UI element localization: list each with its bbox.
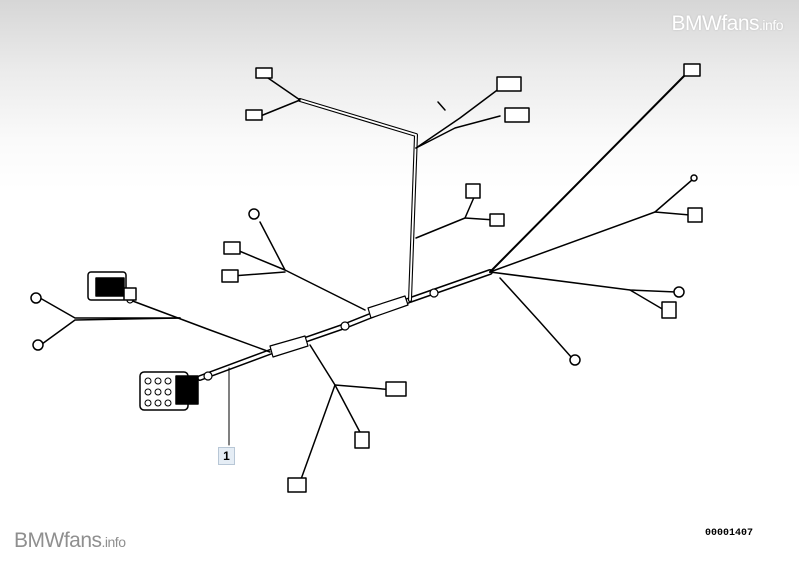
ring-terminal-icon (30, 174, 698, 366)
watermark-top-brand: BMWfans (671, 12, 760, 35)
watermark-bottom-tld: .info (101, 534, 126, 550)
branch-left-connector (129, 299, 271, 353)
watermark-top-tld: .info (759, 17, 783, 33)
main-connector-icon (139, 371, 199, 411)
watermark-bottom: BMWfans.info (14, 529, 126, 553)
callout-1: 1 (218, 447, 235, 465)
branch-right-long (489, 71, 689, 273)
square-connector-icon (87, 271, 137, 301)
watermark-top: BMWfans.info (671, 12, 784, 36)
watermark-bottom-brand: BMWfans (14, 529, 102, 552)
branch-lower (299, 344, 336, 483)
diagram-number: 00001407 (705, 528, 754, 539)
plug-connector-icon (221, 63, 703, 493)
